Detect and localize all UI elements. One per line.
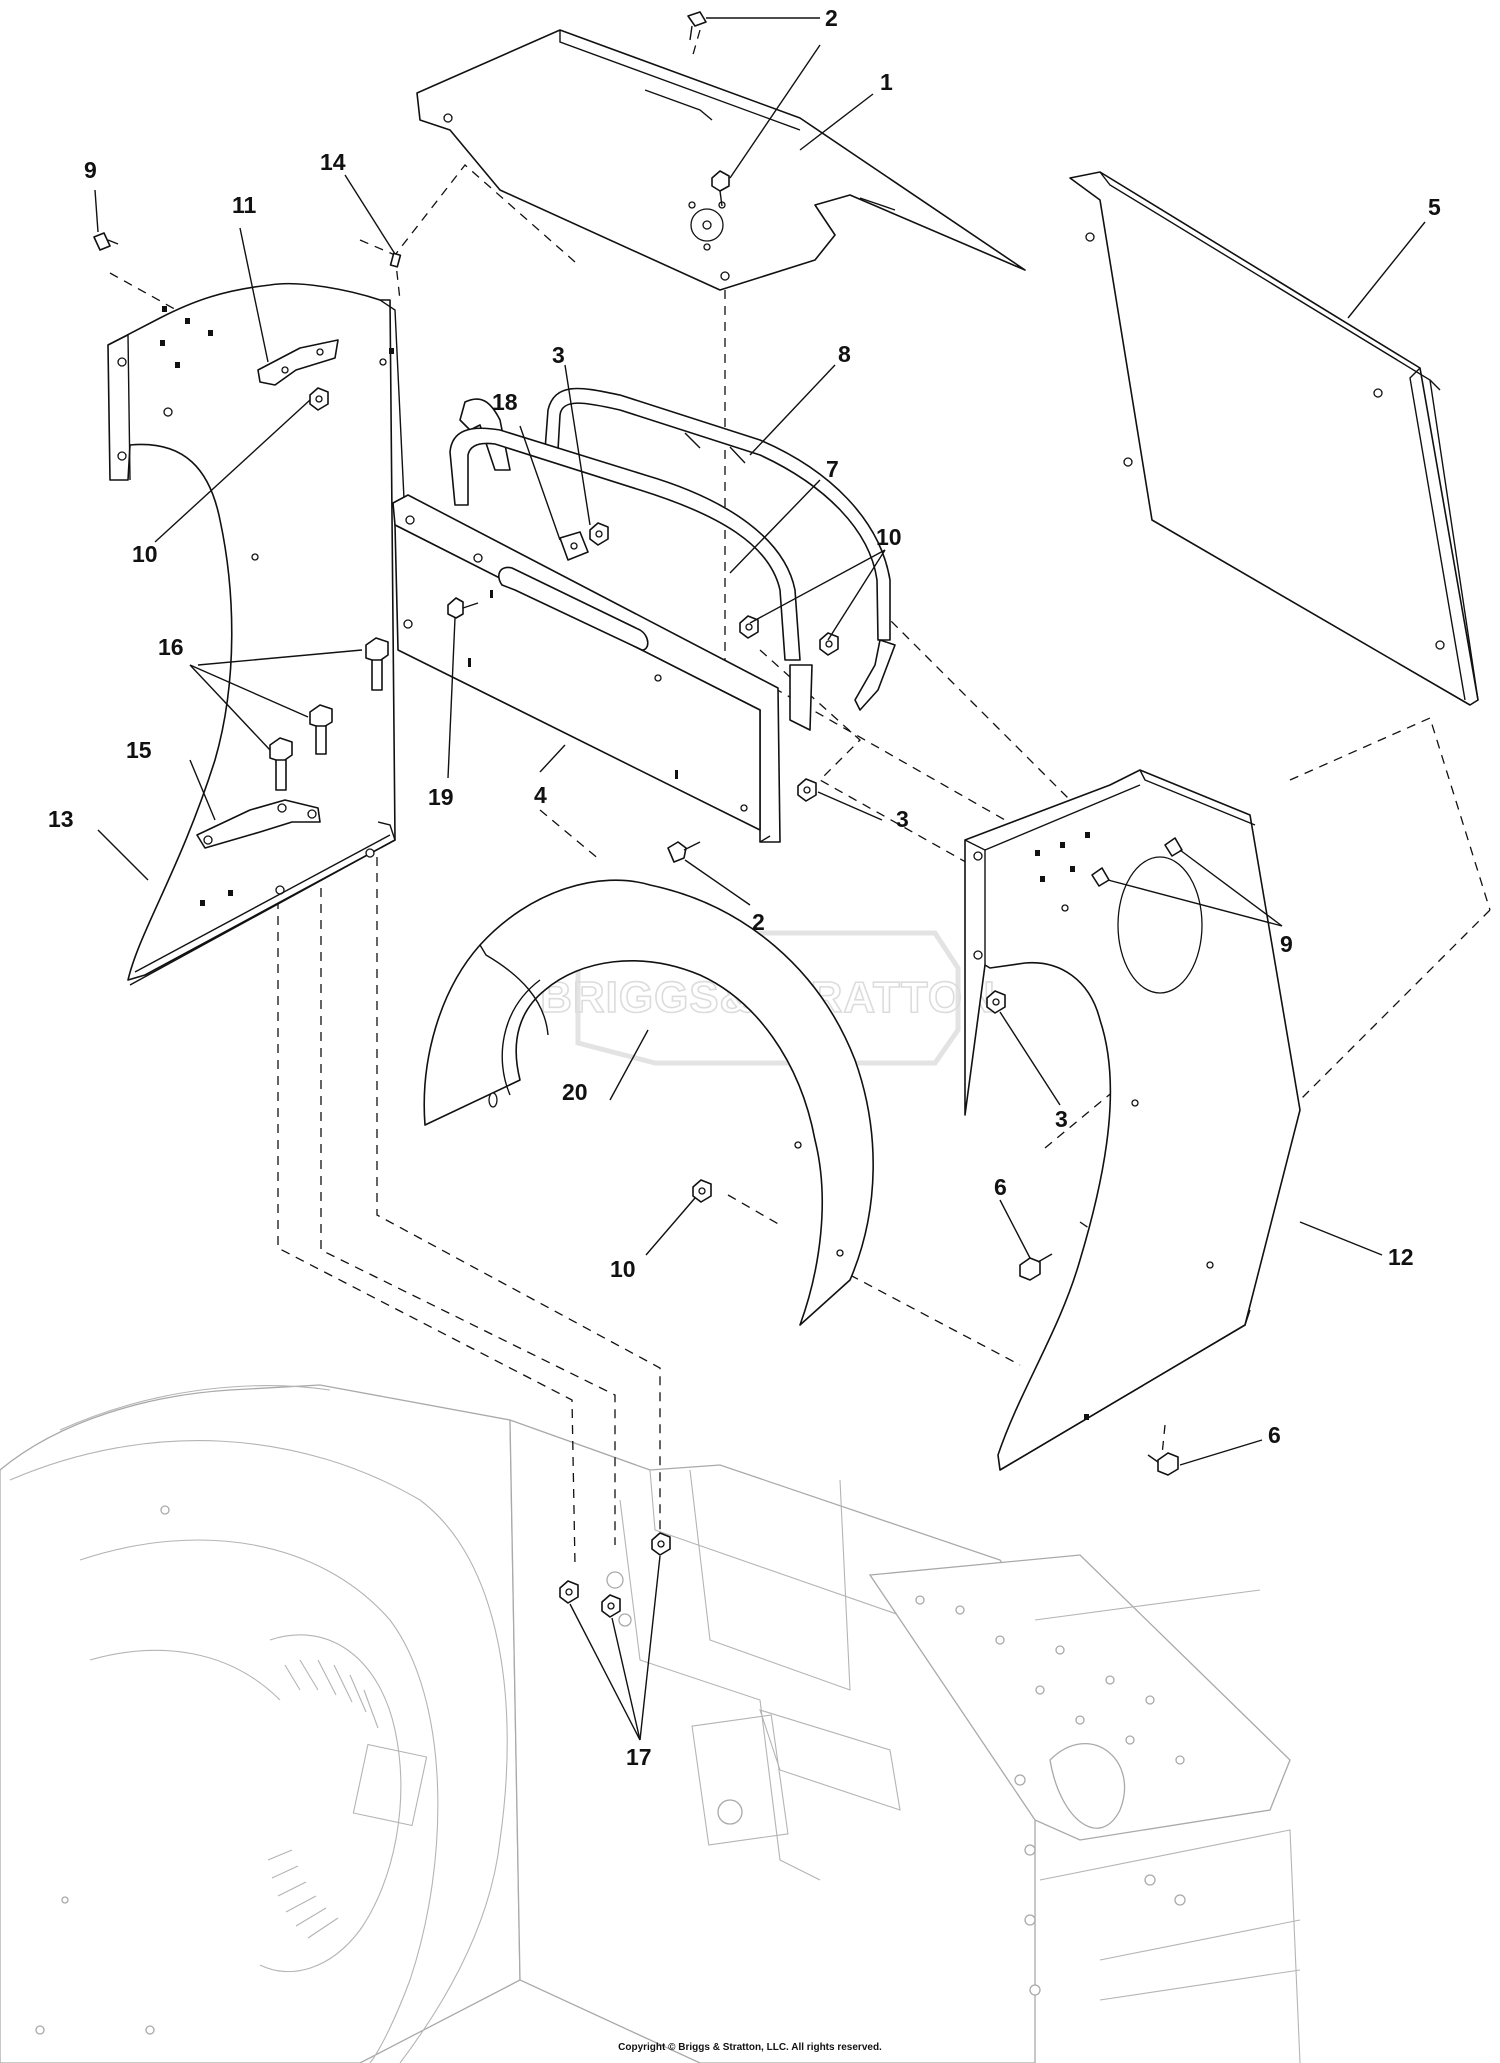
left-side-shroud — [107, 282, 406, 986]
vent-grille-ghost — [259, 1634, 428, 1973]
fasteners — [93, 11, 1183, 1618]
curved-shield — [423, 879, 874, 1326]
callout-4: 4 — [534, 782, 547, 808]
callout-18: 18 — [492, 389, 518, 415]
callout-12: 12 — [1388, 1244, 1414, 1270]
callout-3-lower: 3 — [896, 806, 909, 832]
top-cover-plate — [416, 29, 1026, 291]
callout-6-upper: 6 — [994, 1174, 1007, 1200]
callout-11: 11 — [232, 192, 257, 218]
small-bracket — [559, 531, 589, 561]
center-mounting-plate — [392, 494, 781, 843]
callout-2-top: 2 — [825, 5, 838, 31]
leader-lines — [94, 17, 1426, 1741]
latch — [257, 339, 339, 386]
callout-20: 20 — [562, 1079, 588, 1105]
callout-3-right: 3 — [1055, 1106, 1068, 1132]
callout-15: 15 — [126, 737, 152, 763]
callout-7: 7 — [826, 456, 839, 482]
callout-14: 14 — [320, 149, 346, 175]
deck-rivets-ghost — [915, 1595, 1186, 1996]
callout-10-lower: 10 — [610, 1256, 636, 1282]
callout-19: 19 — [428, 784, 454, 810]
callout-1: 1 — [880, 69, 893, 95]
right-side-shroud — [964, 769, 1301, 1471]
copyright-notice: Copyright © Briggs & Stratton, LLC. All … — [618, 2042, 882, 2053]
side-panel — [1069, 171, 1479, 706]
callout-3-mid: 3 — [552, 342, 565, 368]
callout-9-left: 9 — [84, 157, 97, 183]
callout-16: 16 — [158, 634, 184, 660]
callout-6-lower: 6 — [1268, 1422, 1281, 1448]
handle-bar — [449, 387, 896, 731]
callout-10-left: 10 — [132, 541, 158, 567]
callout-labels: 1 2 2 3 3 3 4 5 6 6 7 8 9 9 10 10 10 11 … — [48, 5, 1441, 1770]
callout-17: 17 — [626, 1744, 652, 1770]
callout-8: 8 — [838, 341, 851, 367]
callout-9-right: 9 — [1280, 931, 1293, 957]
callout-10-right: 10 — [876, 524, 902, 550]
bracket — [196, 799, 321, 849]
machine-housing-ghost — [0, 1384, 1301, 2063]
callout-5: 5 — [1428, 194, 1441, 220]
callout-13: 13 — [48, 806, 74, 832]
callout-2-bottom: 2 — [752, 909, 765, 935]
